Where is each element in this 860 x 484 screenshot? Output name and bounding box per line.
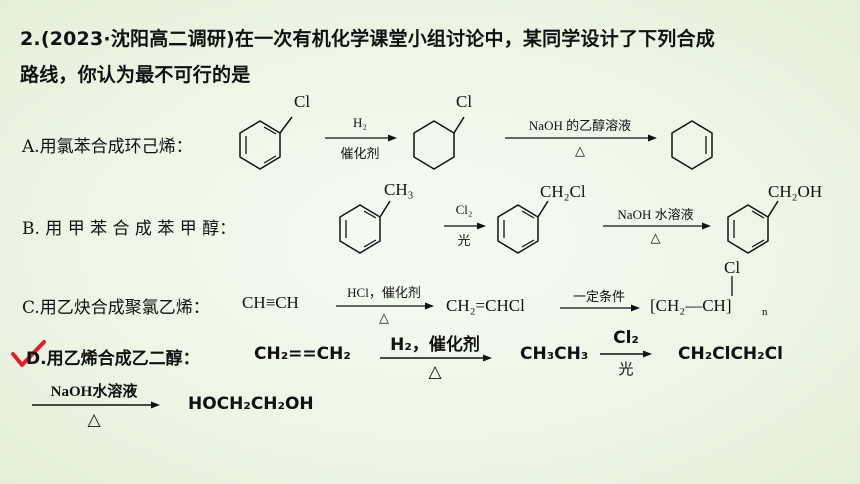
option-c-label: C.用乙炔合成聚氯乙烯： xyxy=(22,298,210,318)
option-c-polymer-cl: Cl xyxy=(724,258,741,277)
reaction-arrow xyxy=(505,134,657,142)
option-b-arrow1-top: Cl₂ xyxy=(455,202,473,217)
option-b-arrow2-bottom: △ xyxy=(650,230,661,245)
option-a-arrow1-bottom: 催化剂 xyxy=(340,146,380,161)
option-d-intermediate2: CH₂ClCH₂Cl xyxy=(678,344,783,364)
toluene-structure xyxy=(339,200,391,254)
question-line-2: 路线，你认为最不可行的是 xyxy=(20,64,251,86)
reaction-arrow xyxy=(560,304,640,312)
option-d-intermediate: CH₃CH₃ xyxy=(520,344,589,364)
option-d-reactant: CH₂==CH₂ xyxy=(254,344,351,364)
chlorocyclohexane-structure xyxy=(413,116,465,170)
option-c-arrow2-top: 一定条件 xyxy=(572,289,625,304)
option-b-sub2: CH₂Cl xyxy=(540,182,586,201)
option-b-sub1: CH₃ xyxy=(384,180,414,199)
option-a-arrow1-top: H₂ xyxy=(353,115,367,130)
reaction-arrow xyxy=(32,401,160,409)
option-d-arrow3-top: NaOH水溶液 xyxy=(50,384,138,400)
reaction-arrow xyxy=(600,350,652,358)
option-a-arrow2-bottom: △ xyxy=(575,143,585,158)
option-c-polymer-n: n xyxy=(762,306,768,318)
option-c-reactant: CH≡CH xyxy=(242,293,299,312)
option-d-product: HOCH₂CH₂OH xyxy=(188,394,314,414)
benzyl-alcohol-structure xyxy=(727,200,779,254)
option-d-arrow1-bottom: △ xyxy=(428,362,442,382)
reaction-arrow xyxy=(325,134,397,142)
option-a-cl-2: Cl xyxy=(456,92,473,111)
option-c-intermediate: CH₂=CHCl xyxy=(446,296,525,315)
reaction-arrow xyxy=(444,222,486,230)
option-b-label: B. 用 甲 苯 合 成 苯 甲 醇： xyxy=(22,219,237,239)
chlorobenzene-structure xyxy=(239,116,293,170)
bond-line xyxy=(731,276,733,296)
option-d-label: D.用乙烯合成乙二醇： xyxy=(26,349,200,369)
reaction-arrow xyxy=(603,222,711,230)
option-d-arrow2-bottom: 光 xyxy=(618,360,634,378)
option-a-label: A.用氯苯合成环己烯： xyxy=(22,137,193,157)
option-d-arrow3-bottom: △ xyxy=(87,410,101,430)
option-b-sub3: CH₂OH xyxy=(768,182,823,201)
question-line-1: 2.(2023·沈阳高二调研)在一次有机化学课堂小组讨论中，某同学设计了下列合成 xyxy=(20,28,715,50)
option-d-arrow2-top: Cl₂ xyxy=(613,328,639,348)
option-d-arrow1-top: H₂，催化剂 xyxy=(390,335,480,355)
option-c-polymer: [CH₂—CH] xyxy=(650,296,732,315)
cyclohexene-structure xyxy=(671,120,713,170)
reaction-arrow xyxy=(336,302,434,310)
benzyl-chloride-structure xyxy=(497,200,549,254)
option-c-arrow1-top: HCl，催化剂 xyxy=(347,285,421,300)
checkmark-icon xyxy=(11,340,46,367)
option-b-arrow2-top: NaOH 水溶液 xyxy=(617,207,694,222)
reaction-arrow xyxy=(380,354,492,362)
option-c-arrow1-bottom: △ xyxy=(379,310,389,325)
option-a-arrow2-top: NaOH 的乙醇溶液 xyxy=(528,118,632,133)
option-a-cl-1: Cl xyxy=(294,92,311,111)
option-b-arrow1-bottom: 光 xyxy=(457,233,471,248)
